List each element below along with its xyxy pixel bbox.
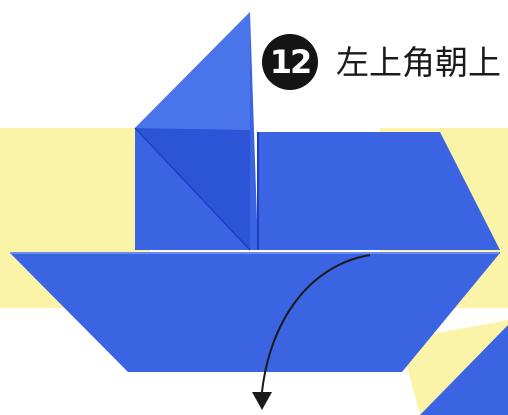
step-number-badge: 12 — [262, 34, 318, 90]
fold-arrow-head — [252, 392, 272, 410]
cabin — [258, 132, 500, 250]
step-instruction: 左上角朝上 — [336, 43, 501, 82]
lower-corner-flap — [420, 325, 508, 415]
fold-arrow-icon — [261, 254, 371, 393]
sail-crease — [134, 127, 251, 251]
sail-front-fold — [135, 12, 250, 130]
hull — [10, 253, 500, 372]
